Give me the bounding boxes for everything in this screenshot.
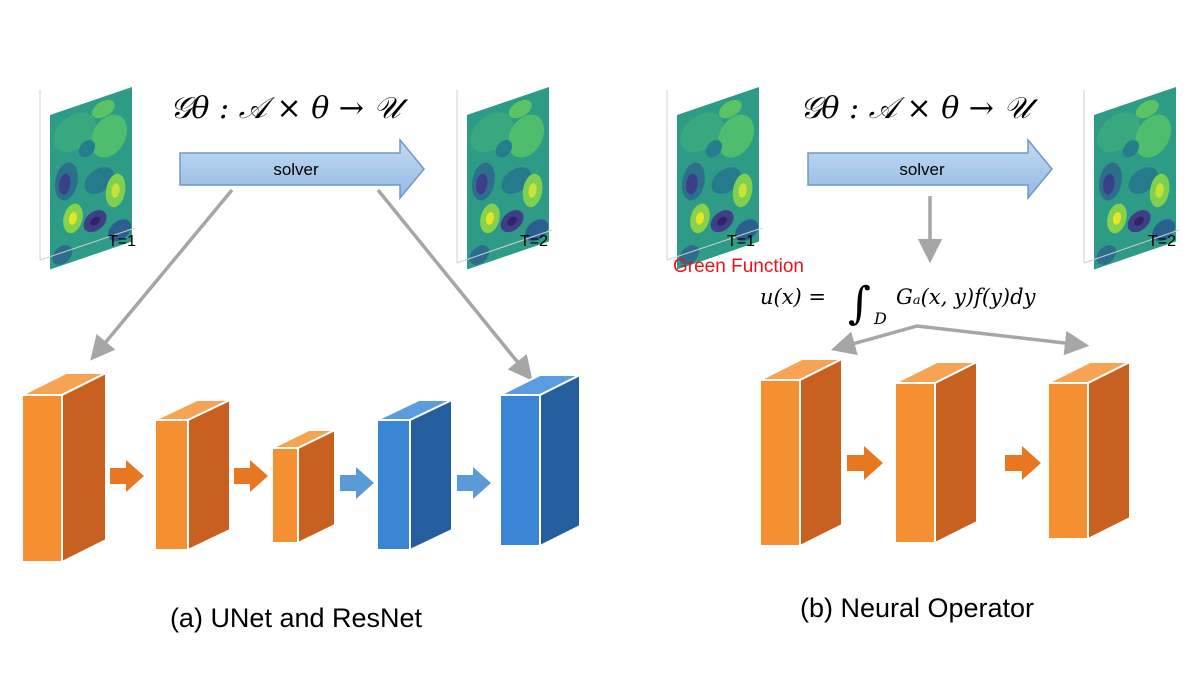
field-axis [1083, 229, 1180, 264]
integral-rhs: Gₐ(x, y)f(y)dy [896, 285, 1037, 309]
solver-label-a: solver [273, 160, 319, 179]
field-axis [666, 227, 763, 261]
solver-arrow-a [179, 137, 425, 201]
flow-arrow-blue [457, 467, 491, 499]
t2-label-a: T=2 [520, 233, 548, 250]
operator-formula-a: 𝒢θ : 𝒜 × θ → 𝒰 [170, 91, 408, 126]
operator-formula-b: 𝒢θ : 𝒜 × θ → 𝒰 [800, 91, 1038, 126]
integral-domain: D [873, 309, 887, 328]
unet-block-1 [21, 371, 107, 564]
field-axis [39, 227, 136, 261]
unet-block-2 [154, 398, 231, 552]
panel-b: T=1 T=2 𝒢θ : 𝒜 × θ → 𝒰 solver Green Func… [666, 87, 1180, 623]
operator-block-3 [1047, 360, 1131, 541]
t2-label-b: T=2 [1148, 233, 1176, 250]
green-function-label: Green Function [673, 256, 804, 277]
t1-label-b: T=1 [727, 233, 755, 250]
flow-arrow-blue [340, 467, 374, 499]
connector-branch-arrow [830, 324, 1090, 356]
flow-arrow-orange [1005, 446, 1041, 480]
unet-block-4 [376, 398, 453, 552]
integral-lhs: u(x) = [760, 285, 826, 309]
operator-block-1 [759, 357, 843, 548]
integral-sign: ∫ [848, 278, 871, 329]
flow-arrow-orange [234, 460, 268, 492]
caption-b: (b) Neural Operator [800, 593, 1034, 623]
flow-arrow-orange [110, 460, 144, 492]
panel-a: T=1 T=2 𝒢θ : 𝒜 × θ → 𝒰 solver [21, 87, 581, 633]
field-axis [456, 229, 553, 264]
connector-arrow [90, 188, 234, 361]
caption-a: (a) UNet and ResNet [170, 603, 423, 633]
solver-arrow-b [807, 137, 1053, 201]
solver-label-b: solver [899, 160, 945, 179]
flow-arrow-orange [847, 446, 883, 480]
connector-arrow [376, 188, 533, 381]
operator-block-2 [894, 360, 978, 545]
unet-block-5 [499, 373, 581, 548]
t1-label-a: T=1 [108, 233, 136, 250]
unet-block-3 [271, 428, 336, 545]
